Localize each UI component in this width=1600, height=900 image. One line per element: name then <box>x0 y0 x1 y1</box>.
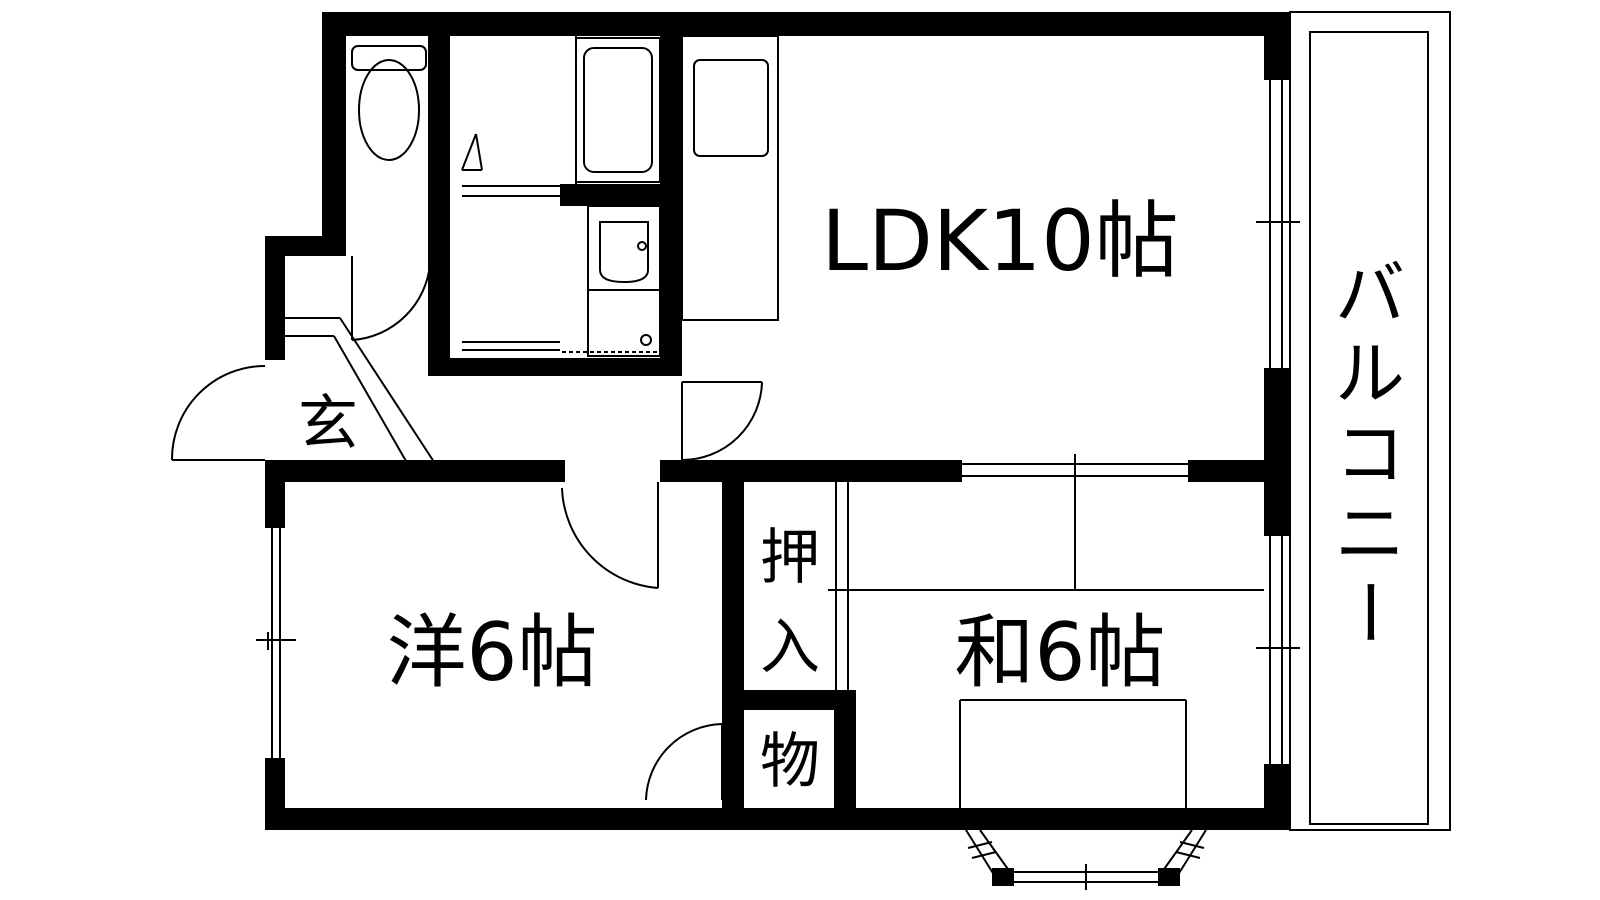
washing-machine-area <box>461 36 577 351</box>
door-western[interactable] <box>561 482 659 589</box>
door-entrance[interactable] <box>170 365 266 461</box>
wall-right-low <box>1264 764 1290 830</box>
walls <box>265 12 1290 886</box>
balcony-char: ニ <box>1335 493 1405 575</box>
balcony-outer <box>1289 11 1451 831</box>
wall-toilet-left <box>322 12 346 244</box>
door-ldk[interactable] <box>681 381 763 461</box>
label-western: 洋6帖 <box>387 606 598 699</box>
balcony-label: バ ル コ ニ ー <box>1327 253 1409 647</box>
wall-mid-b <box>660 460 962 482</box>
label-closet-mid: 入 <box>760 613 820 683</box>
wall-closet-left <box>722 482 744 812</box>
balcony-char: コ <box>1335 413 1405 495</box>
label-entrance: 玄 <box>298 389 358 459</box>
wall-bottom <box>265 808 1287 830</box>
window-japanese-right <box>1256 536 1300 764</box>
wall-bay-left <box>992 868 1014 886</box>
wall-bath-right <box>660 36 682 196</box>
door-toilet[interactable] <box>351 256 431 341</box>
wall-mid-c <box>1188 460 1290 482</box>
wall-toilet-right <box>428 36 450 376</box>
balcony-inner <box>1309 31 1429 825</box>
washbasin-icon <box>587 205 661 357</box>
window-left <box>256 528 296 758</box>
door-storage[interactable] <box>645 723 723 801</box>
balcony-char: バ <box>1335 253 1405 335</box>
wall-bath-bottom <box>560 184 682 206</box>
label-storage: 物 <box>760 727 820 797</box>
wall-wash-bottom <box>428 358 682 376</box>
tatami-lines <box>856 482 1264 808</box>
balcony-char: ー <box>1327 577 1409 647</box>
wall-right-mid <box>1264 368 1290 536</box>
wall-wash-right <box>660 184 682 376</box>
wall-closet-mid <box>722 690 856 710</box>
wall-bay-right <box>1158 868 1180 886</box>
fixtures <box>170 11 1451 890</box>
balcony-char: ル <box>1335 333 1405 415</box>
kitchen-counter <box>681 35 779 321</box>
label-ldk: LDK10帖 <box>821 192 1178 290</box>
label-japanese: 和6帖 <box>955 606 1166 699</box>
wall-storage-right <box>834 690 856 820</box>
bay-window <box>965 829 1207 890</box>
bathtub-icon <box>575 37 661 183</box>
entrance-shoe-rack <box>285 317 439 469</box>
wall-mid-a <box>265 460 565 482</box>
toilet-icon <box>351 45 427 161</box>
window-ldk-right <box>1256 80 1300 368</box>
wall-entry-top <box>265 236 346 256</box>
wall-right-top <box>1264 12 1290 80</box>
room-labels: LDK10帖 洋6帖 和6帖 玄 押 入 物 <box>298 192 1179 797</box>
closet-sliding-door[interactable] <box>828 482 860 690</box>
wall-left-upper <box>265 236 285 360</box>
label-closet-top: 押 <box>760 523 820 593</box>
wall-top <box>322 12 1290 36</box>
